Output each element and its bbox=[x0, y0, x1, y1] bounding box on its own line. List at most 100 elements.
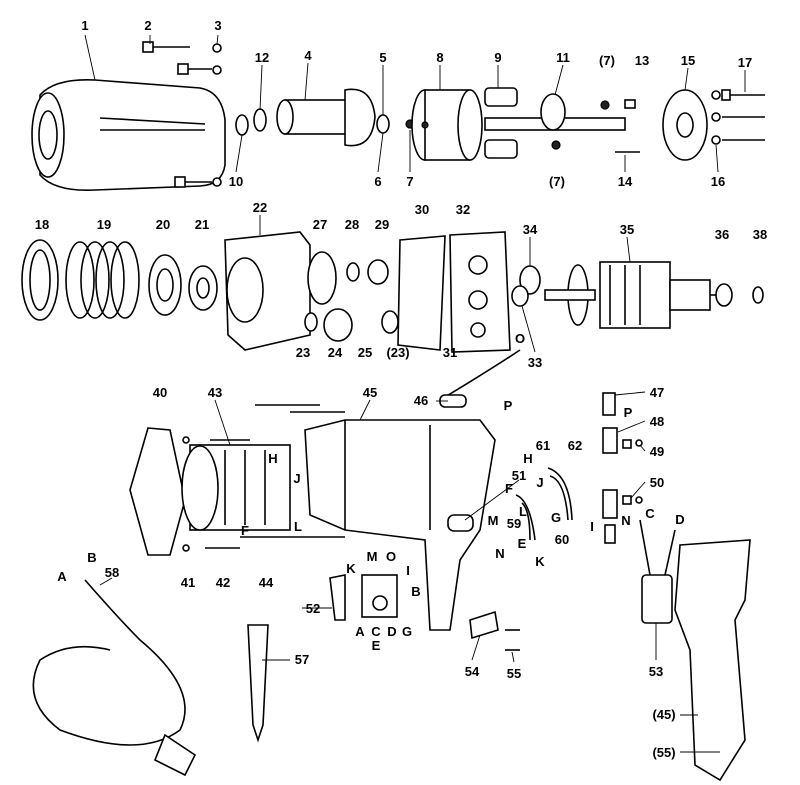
label-wire-F1: F bbox=[241, 523, 249, 538]
label-23: 23 bbox=[296, 345, 310, 360]
label-7: 7 bbox=[406, 174, 413, 189]
label-30: 30 bbox=[415, 202, 429, 217]
label-42: 42 bbox=[216, 575, 230, 590]
part-19-spring bbox=[65, 241, 140, 319]
label-52: 52 bbox=[306, 601, 320, 616]
label-wire-G2: G bbox=[551, 510, 561, 525]
part-32-intermediate-flange bbox=[449, 231, 511, 353]
part-8-flange bbox=[411, 89, 483, 161]
label-wire-H2: H bbox=[523, 451, 532, 466]
label-45b: (45) bbox=[652, 707, 675, 722]
label-7b: (7) bbox=[549, 174, 565, 189]
label-5: 5 bbox=[379, 50, 386, 65]
part-15-flange bbox=[662, 89, 708, 161]
label-19: 19 bbox=[97, 217, 111, 232]
part-27-gear bbox=[307, 251, 337, 305]
label-62: 62 bbox=[568, 438, 582, 453]
part-20-cup bbox=[148, 254, 182, 316]
label-11: 11 bbox=[556, 50, 570, 65]
label-switch-D: D bbox=[387, 624, 396, 639]
label-switch-A: A bbox=[355, 624, 365, 639]
part-61-62-59-60-wires bbox=[515, 467, 573, 541]
label-12: 12 bbox=[255, 50, 269, 65]
label-45: 45 bbox=[363, 385, 377, 400]
label-55b: (55) bbox=[652, 745, 675, 760]
part-4-spindle bbox=[276, 88, 376, 147]
label-13: 13 bbox=[635, 53, 649, 68]
part-54-55-clamp-screws bbox=[469, 610, 520, 651]
label-34: 34 bbox=[523, 222, 538, 237]
label-wire-L1: L bbox=[294, 519, 302, 534]
label-27: 27 bbox=[313, 217, 327, 232]
part-50-brush bbox=[602, 489, 643, 544]
label-wire-O: O bbox=[515, 331, 525, 346]
label-59: 59 bbox=[507, 516, 521, 531]
label-40: 40 bbox=[153, 385, 167, 400]
label-switch-G: G bbox=[402, 624, 412, 639]
label-4: 4 bbox=[304, 48, 312, 63]
label-9: 9 bbox=[494, 50, 501, 65]
label-10: 10 bbox=[229, 174, 243, 189]
label-2: 2 bbox=[144, 18, 151, 33]
part-36-38 bbox=[715, 283, 764, 307]
part-30-gasket bbox=[397, 235, 446, 351]
label-wire-J2: J bbox=[536, 475, 543, 490]
part-16-17-screws bbox=[711, 89, 765, 145]
label-wire-J1: J bbox=[293, 471, 300, 486]
part-43-stator bbox=[181, 444, 291, 531]
label-16: 16 bbox=[711, 174, 725, 189]
label-24: 24 bbox=[328, 345, 343, 360]
label-61: 61 bbox=[536, 438, 550, 453]
label-switch-C: C bbox=[371, 624, 381, 639]
label-wire-I2: I bbox=[590, 519, 594, 534]
label-55: 55 bbox=[507, 666, 521, 681]
label-wire-H1: H bbox=[268, 451, 277, 466]
label-wire-F2: F bbox=[505, 481, 513, 496]
part-12-10-rings bbox=[235, 108, 267, 136]
label-switch-I: I bbox=[406, 563, 410, 578]
part-5-6-7-washer-ball bbox=[376, 114, 415, 134]
label-48: 48 bbox=[650, 414, 664, 429]
part-7-13-14-pins bbox=[551, 99, 640, 153]
label-29: 29 bbox=[375, 217, 389, 232]
label-33: 33 bbox=[528, 355, 542, 370]
label-47: 47 bbox=[650, 385, 664, 400]
label-54: 54 bbox=[465, 664, 480, 679]
label-41: 41 bbox=[181, 575, 195, 590]
label-50: 50 bbox=[650, 475, 664, 490]
part-28-29-washers bbox=[346, 259, 389, 285]
part-57-cord-guard bbox=[247, 624, 269, 743]
part-45-motor-housing bbox=[304, 419, 496, 631]
label-wire-M2: M bbox=[488, 513, 499, 528]
part-47-48-49-brush bbox=[602, 392, 643, 454]
label-57: 57 bbox=[295, 652, 309, 667]
label-wire-E2: E bbox=[518, 536, 527, 551]
label-44: 44 bbox=[259, 575, 274, 590]
label-switch-K: K bbox=[346, 561, 356, 576]
part-53-capacitor bbox=[639, 519, 676, 624]
label-switch-E: E bbox=[372, 638, 381, 653]
label-46: 46 bbox=[414, 393, 428, 408]
label-wire-N3: N bbox=[621, 513, 630, 528]
label-17: 17 bbox=[738, 55, 752, 70]
part-18-ring bbox=[21, 239, 59, 321]
label-21: 21 bbox=[195, 217, 209, 232]
label-36: 36 bbox=[715, 227, 729, 242]
part-33-34-bearings bbox=[511, 265, 541, 307]
label-wire-D3: D bbox=[675, 512, 684, 527]
label-51: 51 bbox=[512, 468, 526, 483]
label-23b: (23) bbox=[386, 345, 409, 360]
label-20: 20 bbox=[156, 217, 170, 232]
label-15: 15 bbox=[681, 53, 695, 68]
label-35: 35 bbox=[620, 222, 634, 237]
label-18: 18 bbox=[35, 217, 49, 232]
part-52-switch bbox=[329, 574, 398, 621]
leader-lines bbox=[84, 34, 746, 753]
label-wire-N2: N bbox=[495, 546, 504, 561]
label-wire-K2: K bbox=[535, 554, 545, 569]
part-41-42-44-screws bbox=[182, 404, 345, 552]
label-wire-P2: P bbox=[624, 405, 633, 420]
label-25: 25 bbox=[358, 345, 372, 360]
part-35-armature bbox=[544, 261, 720, 329]
